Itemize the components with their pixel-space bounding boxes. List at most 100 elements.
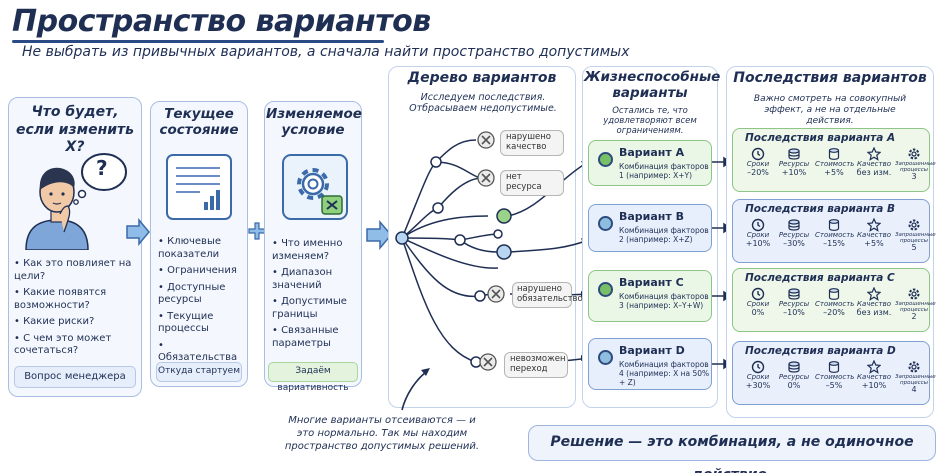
- metric: Сроки+10%: [739, 218, 777, 248]
- decision-tree: [395, 131, 589, 371]
- title-underline: [12, 40, 384, 43]
- clock-icon: [739, 287, 777, 301]
- current-state-panel: [150, 101, 248, 387]
- rejected-label: невозможен переход: [504, 352, 568, 378]
- metric-label: Запрошенные процессы: [895, 374, 936, 387]
- metric-label: Запрошенные процессы: [895, 232, 936, 245]
- variant-dot: [598, 216, 613, 231]
- star-icon: [855, 360, 893, 374]
- list-item: • Доступные ресурсы: [158, 281, 226, 306]
- metric-label: Качество: [856, 231, 892, 239]
- consequences-heading: Последствия вариантов: [733, 70, 927, 86]
- coins-icon: [775, 147, 813, 161]
- metric: Ресурсы–30%: [775, 218, 813, 248]
- variant-name: Вариант D: [619, 344, 685, 357]
- arrow-right-icon: [125, 217, 151, 250]
- list-item: • Какие риски?: [14, 316, 95, 327]
- metric-value: +5%: [824, 167, 844, 177]
- metric: Качество+5%: [855, 218, 893, 248]
- list-item: • Ограничения: [158, 265, 237, 276]
- star-icon: [855, 287, 893, 301]
- variant-desc: Комбинация факторов 3 (например: X–Y+W): [619, 292, 709, 310]
- metric: Стоимость–15%: [815, 218, 854, 248]
- tree-panel: [388, 66, 576, 408]
- metric-value: 3: [911, 172, 917, 182]
- metric-label: Запрошенные процессы: [895, 161, 936, 174]
- gear-icon: [895, 287, 933, 301]
- list-item: • Что именно изменяем?: [272, 238, 343, 262]
- variant-dot: [598, 152, 613, 167]
- metric-label: Стоимость: [815, 373, 855, 381]
- condition-heading: Изменяемое условие: [266, 106, 362, 139]
- clock-icon: [739, 218, 777, 232]
- cost-stack-icon: [815, 287, 853, 301]
- variant-card: Вариант B Комбинация факторов 2 (наприме…: [588, 204, 712, 252]
- metric-label: Сроки: [746, 160, 770, 168]
- list-item: • Допустимые границы: [272, 296, 347, 320]
- gear-icon: [895, 360, 933, 374]
- rejected-label: нет ресурса: [500, 170, 564, 196]
- metric: Стоимость+5%: [815, 147, 854, 177]
- current-state-footer: Откуда стартуем: [156, 362, 242, 382]
- gear-icon: [895, 147, 933, 161]
- variant-name: Вариант A: [619, 146, 685, 159]
- metric-label: Ресурсы: [778, 231, 810, 239]
- tree-description: Исследуем последствия. Отбрасываем недоп…: [409, 92, 557, 115]
- variant-card: Вариант A Комбинация факторов 1 (наприме…: [588, 140, 712, 186]
- current-state-heading: Текущее состояние: [159, 106, 239, 139]
- variant-card: Вариант C Комбинация факторов 3 (наприме…: [588, 270, 712, 322]
- clock-icon: [739, 147, 777, 161]
- bottom-note: Многие варианты отсеиваются — и это норм…: [284, 415, 480, 452]
- metric: Ресурсы–10%: [775, 287, 813, 317]
- consequence-title: Последствия варианта B: [745, 203, 895, 215]
- variant-name: Вариант B: [619, 210, 685, 223]
- condition-panel: [264, 101, 362, 387]
- metric-value: +10%: [781, 167, 807, 177]
- tree-heading: Дерево вариантов: [407, 70, 557, 86]
- metric-value: +5%: [864, 238, 884, 248]
- variant-dot: [598, 350, 613, 365]
- cost-stack-icon: [815, 218, 853, 232]
- variant-name: Вариант C: [619, 276, 684, 289]
- list-item: • Связанные параметры: [272, 325, 339, 349]
- metric-value: 0%: [787, 380, 801, 390]
- question-footer: Вопрос менеджера: [14, 366, 136, 388]
- consequence-title: Последствия варианта D: [745, 345, 896, 357]
- list-item: • Ключевые показатели: [158, 236, 221, 260]
- metric-value: –10%: [783, 307, 805, 317]
- arrow-right-icon: [365, 219, 393, 254]
- page-title: Пространство вариантов: [12, 4, 431, 39]
- metric-value: –15%: [823, 238, 845, 248]
- report-document-icon: [164, 152, 236, 222]
- coins-icon: [775, 360, 813, 374]
- metric-label: Сроки: [746, 231, 770, 239]
- coins-icon: [775, 218, 813, 232]
- current-state-bullets: • Ключевые показатели • Ограничения • До…: [158, 236, 246, 369]
- consequence-card: Последствия варианта B Сроки+10%Ресурсы–3…: [732, 199, 936, 263]
- metric-label: Запрошенные процессы: [895, 301, 936, 314]
- metric-value: 0%: [751, 307, 765, 317]
- metric-label: Стоимость: [815, 300, 855, 308]
- metric: Качество+10%: [855, 360, 893, 390]
- list-item: • Текущие процессы: [158, 310, 214, 335]
- consequence-title: Последствия варианта C: [745, 272, 895, 284]
- metric-value: 4: [911, 385, 917, 395]
- gear-icon: [895, 218, 933, 232]
- metric-value: без изм.: [856, 167, 892, 177]
- consequences-description: Важно смотреть на совокупный эффект, а н…: [753, 94, 907, 126]
- metric-value: –20%: [747, 167, 769, 177]
- metric: Сроки–20%: [739, 147, 777, 177]
- cost-stack-icon: [815, 360, 853, 374]
- metric-label: Ресурсы: [778, 300, 810, 308]
- gear-settings-icon: [280, 152, 352, 224]
- metric-label: Ресурсы: [778, 160, 810, 168]
- condition-bullets: • Что именно изменяем? • Диапазон значен…: [272, 238, 360, 354]
